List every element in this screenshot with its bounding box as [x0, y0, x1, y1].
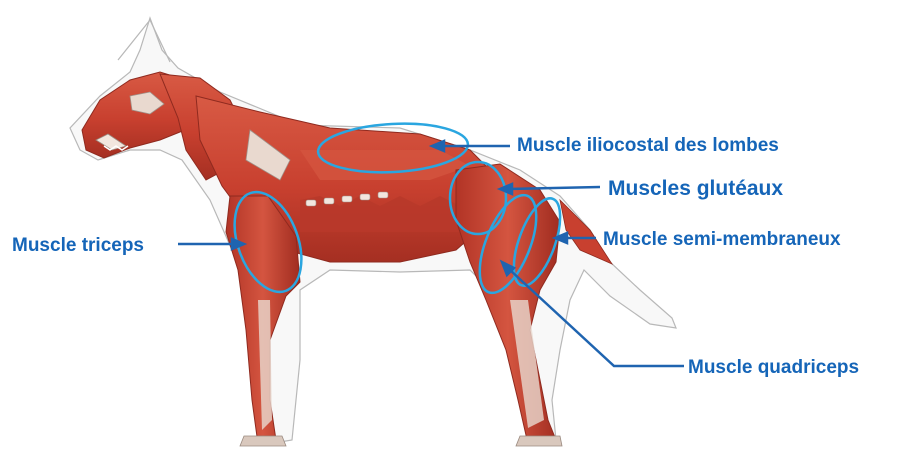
label-iliocostal: Muscle iliocostal des lombes [517, 136, 779, 155]
label-triceps: Muscle triceps [12, 236, 144, 255]
label-semi-membraneux: Muscle semi-membraneux [603, 230, 841, 249]
label-gluteaux: Muscles glutéaux [608, 178, 783, 199]
label-quadriceps: Muscle quadriceps [688, 358, 859, 377]
